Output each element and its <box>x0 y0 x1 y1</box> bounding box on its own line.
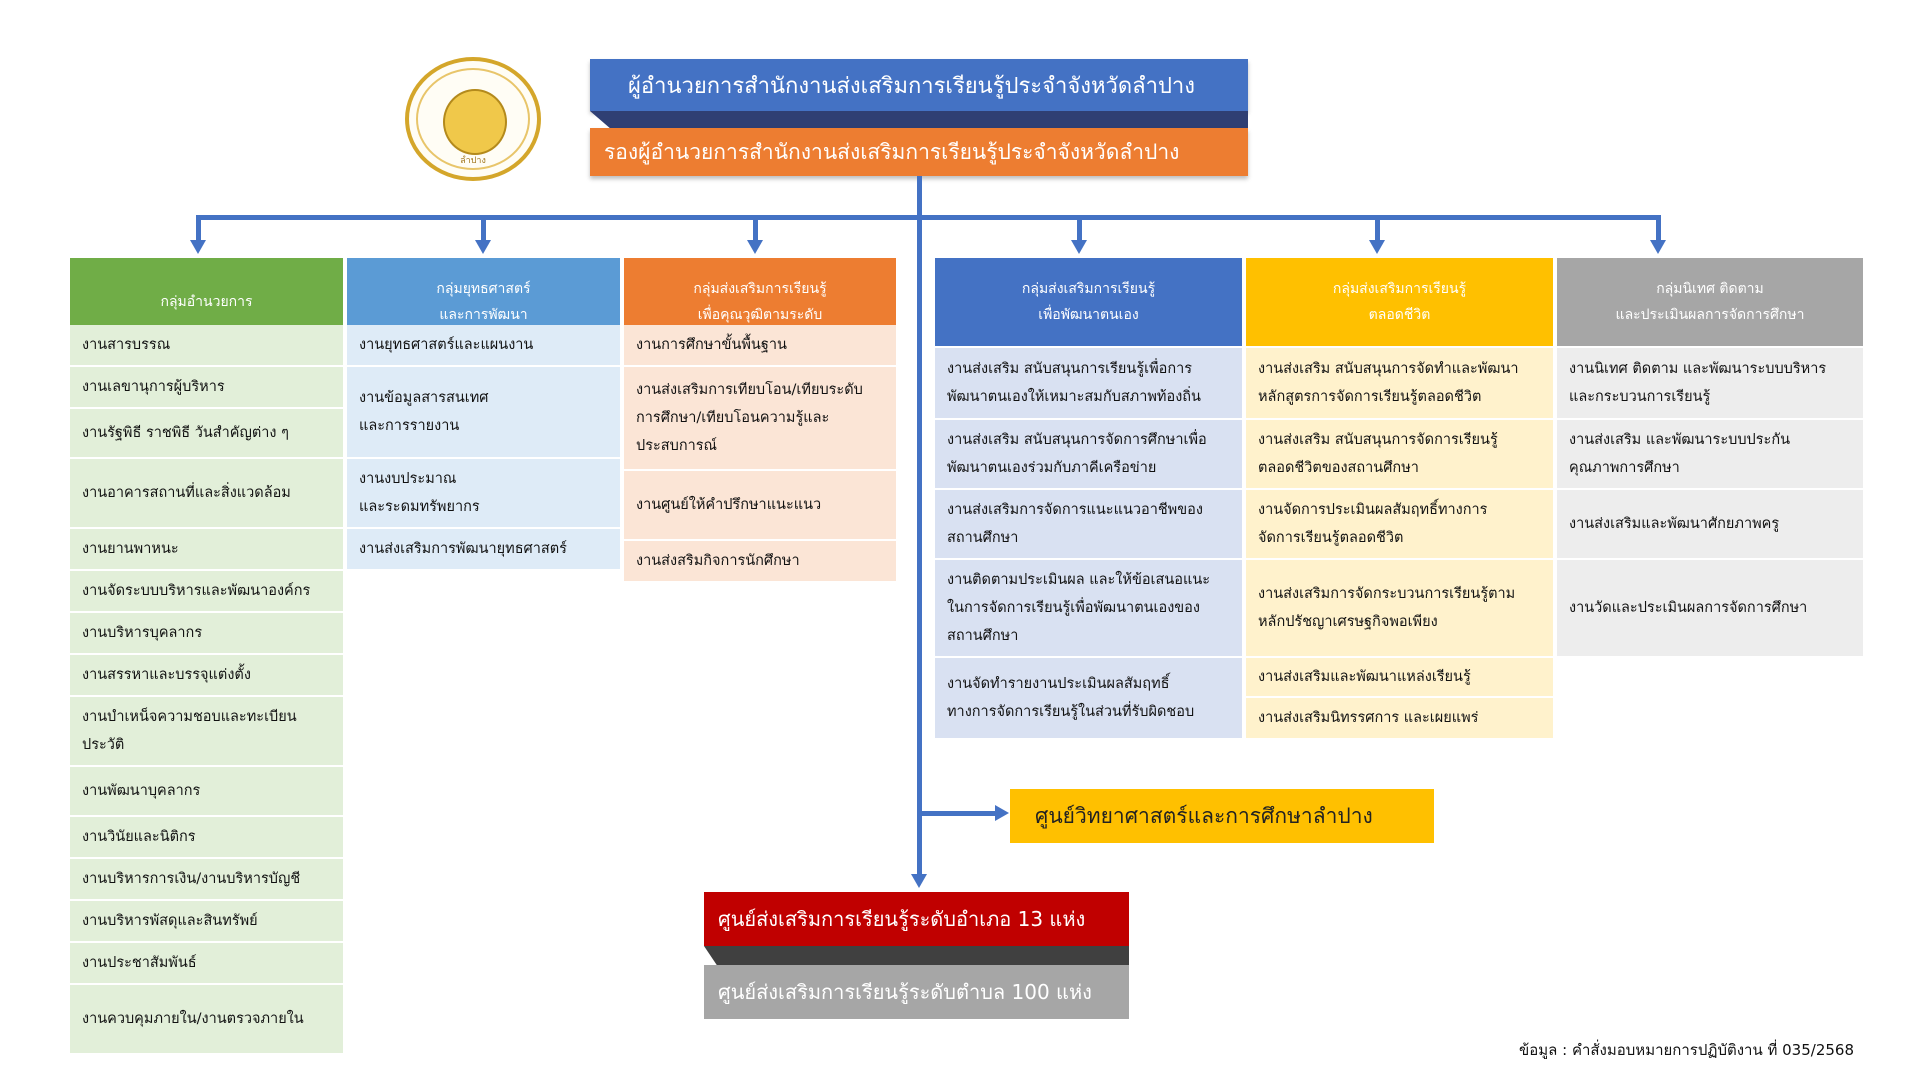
organization-emblem: ลำปาง <box>405 57 541 181</box>
science-center-box: ศูนย์วิทยาศาสตร์และการศึกษาลำปาง <box>1010 789 1434 843</box>
main-trunk-line <box>917 176 922 876</box>
arrow-down-supervision-icon <box>1650 240 1666 254</box>
group-title-lifelong: กลุ่มส่งเสริมการเรียนรู้ ตลอดชีวิต <box>1332 281 1467 323</box>
list-item: งานเลขานุการผู้บริหาร <box>70 367 343 409</box>
horizontal-branch-line <box>196 215 1661 220</box>
arrow-down-lifelong-icon <box>1369 240 1385 254</box>
list-item: งานส่งเสริมและพัฒนาแหล่งเรียนรู้ <box>1246 658 1553 698</box>
list-item: งานส่งเสริม และพัฒนาระบบประกัน คุณภาพการ… <box>1557 420 1863 490</box>
list-item: งานประชาสัมพันธ์ <box>70 943 343 985</box>
branch-drop-admin <box>196 215 201 241</box>
group-title-selfdev: กลุ่มส่งเสริมการเรียนรู้ เพื่อพัฒนาตนเอง <box>1021 281 1156 323</box>
group-title-supervision: กลุ่มนิเทศ ติดตาม และประเมินผลการจัดการศ… <box>1615 281 1805 323</box>
district-centers-box: ศูนย์ส่งเสริมการเรียนรู้ระดับอำเภอ 13 แห… <box>704 892 1129 946</box>
group-list-lifelong: งานส่งเสริม สนับสนุนการจัดทำและพัฒนา หลั… <box>1246 348 1553 740</box>
list-item: งานนิเทศ ติดตาม และพัฒนาระบบบริหาร และกร… <box>1557 348 1863 420</box>
emblem-ring <box>416 68 530 170</box>
group-list-strategy: งานยุทธศาสตร์และแผนงาน งานข้อมูลสารสนเทศ… <box>347 325 620 571</box>
district-centers-shadow <box>704 946 1129 965</box>
group-header-selfdev: กลุ่มส่งเสริมการเรียนรู้ เพื่อพัฒนาตนเอง <box>935 258 1242 346</box>
list-item: งานส่งเสริม สนับสนุนการจัดการศึกษาเพื่อ … <box>935 420 1242 490</box>
list-item: งานงบประมาณ และระดมทรัพยากร <box>347 459 620 529</box>
emblem-core-icon <box>443 89 507 155</box>
list-item: งานยานพาหนะ <box>70 529 343 571</box>
arrow-down-district-icon <box>911 874 927 888</box>
list-item: งานส่งเสริมการเทียบโอน/เทียบระดับ การศึก… <box>624 367 896 471</box>
list-item: งานวินัยและนิติกร <box>70 817 343 859</box>
list-item: งานติดตามประเมินผล และให้ข้อเสนอแนะ ในกา… <box>935 560 1242 658</box>
group-list-supervision: งานนิเทศ ติดตาม และพัฒนาระบบบริหาร และกร… <box>1557 348 1863 658</box>
branch-drop-strategy <box>481 215 486 241</box>
list-item: งานบำเหน็จความชอบและทะเบียน ประวัติ <box>70 697 343 767</box>
list-item: งานจัดทำรายงานประเมินผลสัมฤทธิ์ ทางการจั… <box>935 658 1242 740</box>
list-item: งานสรรหาและบรรจุแต่งตั้ง <box>70 655 343 697</box>
deputy-director-banner: รองผู้อำนวยการสำนักงานส่งเสริมการเรียนรู… <box>590 128 1248 176</box>
list-item: งานรัฐพิธี ราชพิธี วันสำคัญต่าง ๆ <box>70 409 343 459</box>
list-item: งานส่งสริมกิจการนักศึกษา <box>624 541 896 583</box>
group-title-quality: กลุ่มส่งเสริมการเรียนรู้ เพื่อคุณวุฒิตาม… <box>693 281 827 323</box>
list-item: งานส่งเสริมการจัดกระบวนการเรียนรู้ตาม หล… <box>1246 560 1553 658</box>
list-item: งานส่งเสริม สนับสนุนการจัดการเรียนรู้ ตล… <box>1246 420 1553 490</box>
emblem-caption: ลำปาง <box>460 156 486 166</box>
branch-drop-selfdev <box>1077 215 1082 241</box>
list-item: งานการศึกษาขั้นพื้นฐาน <box>624 325 896 367</box>
list-item: งานส่งเสริมการพัฒนายุทธศาสตร์ <box>347 529 620 571</box>
arrow-down-quality-icon <box>747 240 763 254</box>
group-header-lifelong: กลุ่มส่งเสริมการเรียนรู้ ตลอดชีวิต <box>1246 258 1553 346</box>
list-item: งานส่งเสริม สนับสนุนการจัดทำและพัฒนา หลั… <box>1246 348 1553 420</box>
arrow-right-science-icon <box>995 805 1009 821</box>
list-item: งานบริหารบุคลากร <box>70 613 343 655</box>
list-item: งานยุทธศาสตร์และแผนงาน <box>347 325 620 367</box>
list-item: งานข้อมูลสารสนเทศ และการรายงาน <box>347 367 620 459</box>
list-item: งานจัดระบบบริหารและพัฒนาองค์กร <box>70 571 343 613</box>
list-item: งานอาคารสถานที่และสิ่งแวดล้อม <box>70 459 343 529</box>
list-item: งานศูนย์ให้คำปรึกษาแนะแนว <box>624 471 896 541</box>
branch-drop-supervision <box>1656 215 1661 241</box>
group-list-quality: งานการศึกษาขั้นพื้นฐาน งานส่งเสริมการเที… <box>624 325 896 583</box>
list-item: งานบริหารพัสดุและสินทรัพย์ <box>70 901 343 943</box>
arrow-down-strategy-icon <box>475 240 491 254</box>
science-center-branch-line <box>917 811 997 816</box>
list-item: งานจัดการประเมินผลสัมฤทธิ์ทางการ จัดการเ… <box>1246 490 1553 560</box>
arrow-down-selfdev-icon <box>1071 240 1087 254</box>
source-note: ข้อมูล : คำสั่งมอบหมายการปฏิบัติงาน ที่ … <box>1519 1041 1854 1059</box>
group-title-admin: กลุ่มอำนวยการ <box>160 294 253 310</box>
group-list-selfdev: งานส่งเสริม สนับสนุนการเรียนรู้เพื่อการ … <box>935 348 1242 740</box>
group-title-strategy: กลุ่มยุทธศาสตร์ และการพัฒนา <box>436 281 531 323</box>
group-list-admin: งานสารบรรณ งานเลขานุการผู้บริหาร งานรัฐพ… <box>70 325 343 1055</box>
list-item: งานบริหารการเงิน/งานบริหารบัญชี <box>70 859 343 901</box>
director-banner-shadow <box>590 111 1248 128</box>
subdistrict-centers-box: ศูนย์ส่งเสริมการเรียนรู้ระดับตำบล 100 แห… <box>704 965 1129 1019</box>
branch-drop-lifelong <box>1375 215 1380 241</box>
arrow-down-admin-icon <box>190 240 206 254</box>
list-item: งานควบคุมภายใน/งานตรวจภายใน <box>70 985 343 1055</box>
director-banner: ผู้อำนวยการสำนักงานส่งเสริมการเรียนรู้ปร… <box>590 59 1248 111</box>
group-header-supervision: กลุ่มนิเทศ ติดตาม และประเมินผลการจัดการศ… <box>1557 258 1863 346</box>
list-item: งานส่งเสริมนิทรรศการ และเผยแพร่ <box>1246 698 1553 740</box>
list-item: งานส่งเสริม สนับสนุนการเรียนรู้เพื่อการ … <box>935 348 1242 420</box>
list-item: งานพัฒนาบุคลากร <box>70 767 343 817</box>
list-item: งานวัดและประเมินผลการจัดการศึกษา <box>1557 560 1863 658</box>
list-item: งานส่งเสริมการจัดการแนะแนวอาชีพของ สถานศ… <box>935 490 1242 560</box>
list-item: งานส่งเสริมและพัฒนาศักยภาพครู <box>1557 490 1863 560</box>
list-item: งานสารบรรณ <box>70 325 343 367</box>
branch-drop-quality <box>753 215 758 241</box>
